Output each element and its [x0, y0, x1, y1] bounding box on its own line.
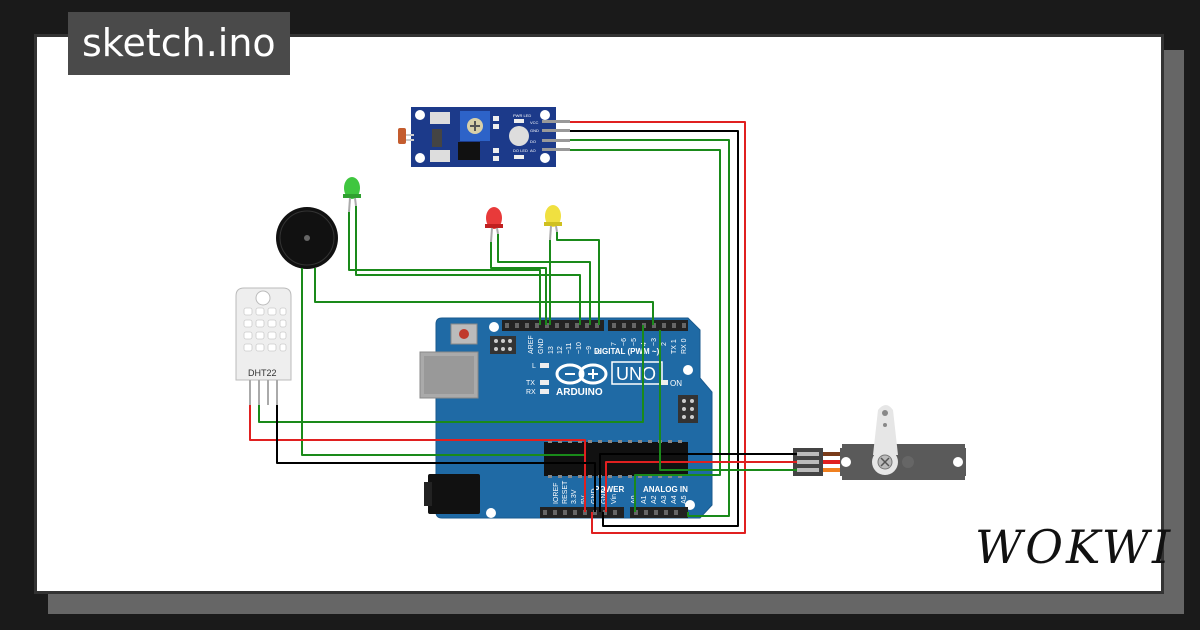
wire-dht-gnd[interactable] — [276, 405, 596, 512]
analog-header — [630, 507, 688, 518]
digital-header-left — [502, 320, 604, 331]
wire-ldr-ao[interactable] — [570, 149, 721, 512]
sketch-file-name[interactable]: sketch.ino — [68, 12, 290, 75]
wokwi-logo: WOKWI — [975, 520, 1174, 574]
photoresistor-icon — [398, 128, 406, 144]
pin-label-a2: A2 — [651, 495, 658, 504]
power-jack — [428, 474, 480, 514]
pin-label-2: 2 — [661, 342, 668, 346]
pin-label-12: 12 — [557, 346, 564, 354]
pin-label-8: 8 — [596, 350, 603, 354]
reset-button-cap[interactable] — [459, 329, 469, 339]
pin-label-13: 13 — [548, 346, 555, 354]
pin-label-5: ~5 — [631, 338, 638, 346]
pin-label-aref: AREF — [528, 335, 535, 354]
usb-port-inner — [424, 356, 474, 394]
power-section-label: POWER — [594, 485, 624, 494]
pin-label-3: ~3 — [651, 338, 658, 346]
led-green[interactable] — [343, 177, 361, 213]
icsp2-header — [678, 395, 698, 423]
digital-header-right — [608, 320, 688, 331]
pin-label-10: ~10 — [576, 342, 583, 354]
analog-section-label: ANALOG IN — [643, 485, 688, 494]
pin-label-reset: RESET — [562, 480, 569, 504]
ldr-sensor-module[interactable]: PWR LED DO LED VCC GND DO AO — [398, 107, 570, 167]
pin-label-gnd: GND — [538, 338, 545, 354]
icsp-header — [490, 336, 516, 354]
board-brand: ARDUINO — [556, 387, 603, 398]
led-rx — [540, 389, 549, 394]
on-label: ON — [670, 379, 682, 388]
led-red[interactable] — [485, 207, 503, 243]
wire-ldr-vcc[interactable] — [570, 121, 746, 534]
wire-servo-vcc[interactable] — [605, 461, 797, 512]
do-led-label: DO LED — [513, 148, 528, 153]
ldr-pin-ao-label: AO — [530, 148, 536, 153]
wire-buzzer[interactable] — [314, 268, 654, 325]
ldr-pin-vcc-label: VCC — [530, 120, 539, 125]
piezo-buzzer[interactable] — [276, 207, 338, 269]
wire-led-red-2[interactable] — [497, 234, 591, 325]
wires — [249, 121, 797, 534]
mounting-hole — [489, 322, 499, 332]
led-label-l: L — [532, 363, 536, 370]
comparator-chip — [458, 142, 480, 160]
pin-label-6: ~6 — [621, 338, 628, 346]
pin-label-gnd2: GND — [601, 488, 608, 504]
pin-label-3v3: 3.3V — [571, 489, 578, 504]
servo-horn[interactable] — [873, 405, 898, 455]
pin-label-ioref: IOREF — [553, 483, 560, 504]
led-l — [540, 363, 549, 368]
ldr-pin-gnd-label: GND — [530, 128, 539, 133]
power-jack-lip — [424, 482, 432, 506]
arduino-logo-icon — [555, 363, 608, 385]
wire-led-red[interactable] — [490, 242, 547, 325]
wire-led-green-2[interactable] — [355, 206, 581, 325]
wire-ldr-gnd[interactable] — [570, 130, 739, 527]
uno-label-box — [611, 361, 663, 385]
wire-servo-gnd[interactable] — [599, 453, 797, 512]
wire-led-green[interactable] — [348, 212, 541, 325]
led-yellow[interactable] — [544, 205, 562, 241]
pin-label-a5: A5 — [681, 495, 688, 504]
arduino-uno-board[interactable]: AREF GND 13 12 ~11 ~10 ~9 8 7 ~6 ~5 4 ~3… — [419, 317, 713, 519]
digital-section-label: DIGITAL (PWM ~) — [594, 347, 660, 356]
pwr-led-label: PWR LED — [513, 113, 531, 118]
servo-motor[interactable] — [793, 405, 966, 480]
pin-label-tx1: TX 1 — [671, 339, 678, 354]
pin-label-a1: A1 — [641, 495, 648, 504]
wire-dht-vcc[interactable] — [249, 405, 586, 512]
wire-dht-data[interactable] — [258, 325, 644, 423]
led-indicator-icon — [509, 126, 529, 146]
wire-servo-signal[interactable] — [659, 330, 797, 471]
mounting-hole — [486, 508, 496, 518]
pin-label-a4: A4 — [671, 495, 678, 504]
power-header — [540, 507, 624, 518]
pin-label-7: 7 — [611, 342, 618, 346]
led-label-rx: RX — [526, 389, 536, 396]
ldr-pin-do-label: DO — [530, 139, 536, 144]
pin-label-11: ~11 — [566, 343, 573, 354]
pin-label-rx0: RX 0 — [681, 338, 688, 354]
led-on — [660, 380, 668, 385]
wire-led-yellow-2[interactable] — [556, 232, 600, 325]
dht22-sensor[interactable]: DHT22 — [235, 287, 292, 405]
buzzer-hole-icon — [304, 235, 310, 241]
dht22-label: DHT22 — [248, 368, 277, 378]
pin-label-9: ~9 — [586, 346, 593, 354]
led-tx — [540, 380, 549, 385]
pin-label-4: 4 — [641, 342, 648, 346]
pin-label-a3: A3 — [661, 495, 668, 504]
board-model: UNO — [616, 364, 656, 384]
mounting-hole — [683, 365, 693, 375]
pin-label-vin: Vin — [611, 494, 618, 504]
led-label-tx: TX — [526, 380, 535, 387]
wire-ldr-do[interactable] — [570, 139, 730, 517]
